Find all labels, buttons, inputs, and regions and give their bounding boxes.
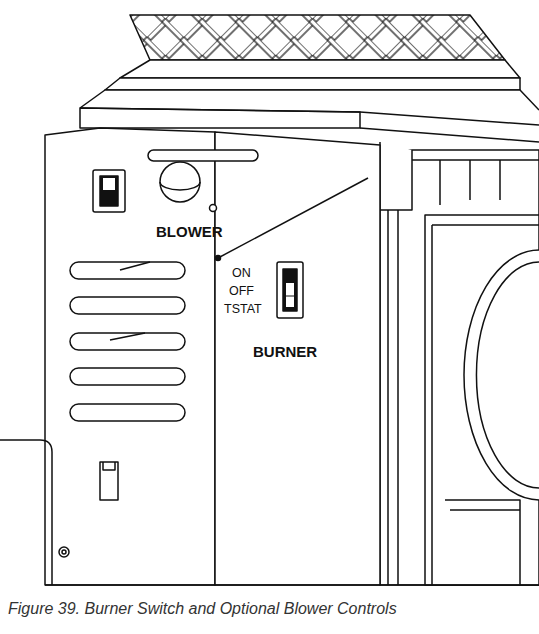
switch-position: OFF <box>229 285 254 299</box>
figure-caption: Figure 39. Burner Switch and Optional Bl… <box>8 600 397 618</box>
blower-label: BLOWER <box>156 224 223 241</box>
switch-position: ON <box>232 267 251 281</box>
switch-position: TSTAT <box>224 303 262 317</box>
burner-label: BURNER <box>253 344 317 361</box>
